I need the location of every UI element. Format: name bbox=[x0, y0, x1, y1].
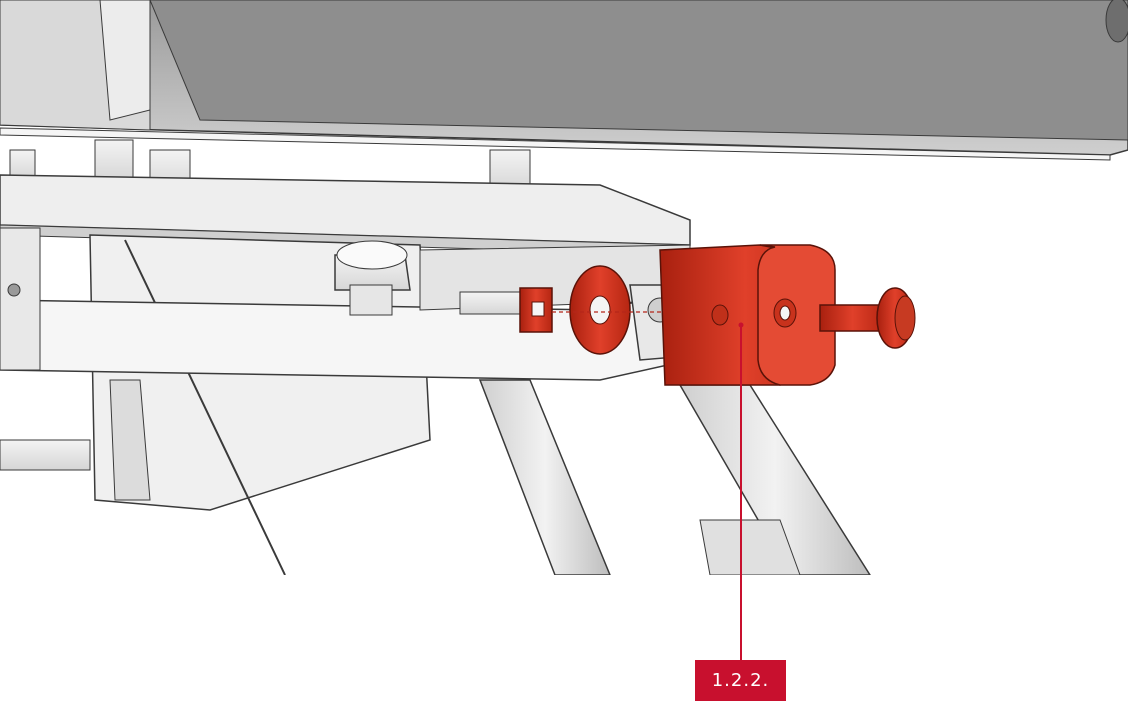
left-leg bbox=[478, 379, 872, 576]
highlighted-assembly bbox=[519, 244, 916, 386]
clamp-block-icon bbox=[659, 244, 836, 386]
callout-label: 1.2.2. bbox=[695, 660, 786, 701]
callout-leader bbox=[738, 322, 744, 660]
pin-icon bbox=[819, 287, 916, 349]
background-lower bbox=[0, 575, 1128, 702]
spacer-block-icon bbox=[519, 287, 553, 333]
top-tray bbox=[0, 0, 1128, 161]
washer-icon bbox=[569, 265, 631, 355]
cap-nut bbox=[334, 240, 411, 316]
